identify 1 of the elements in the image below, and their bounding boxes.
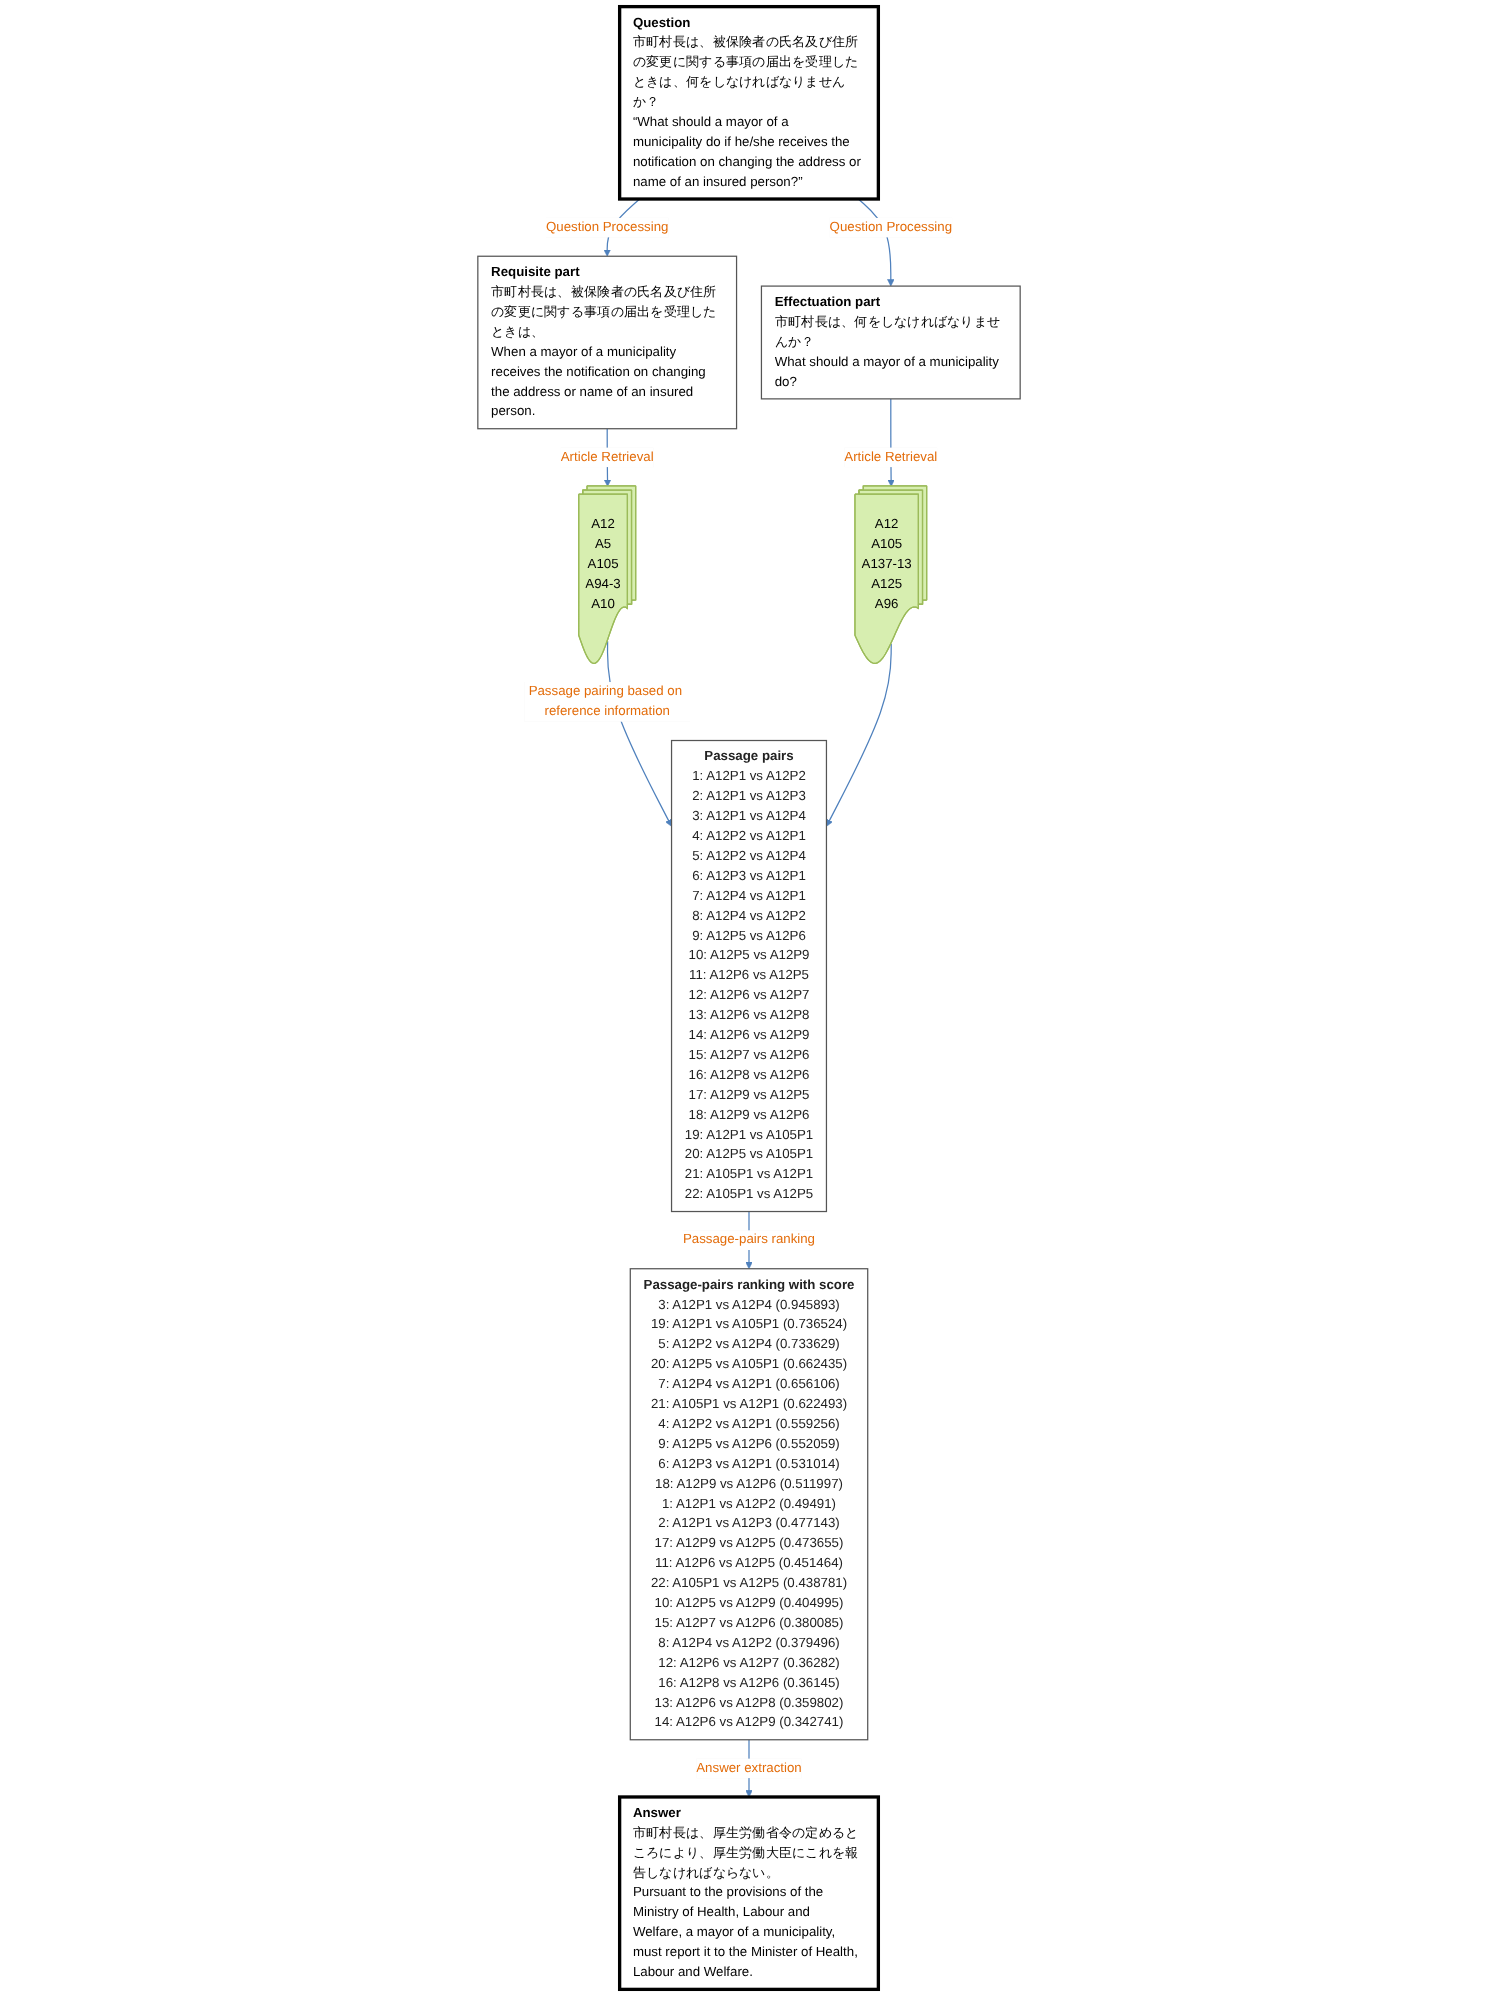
arrow bbox=[826, 643, 892, 827]
